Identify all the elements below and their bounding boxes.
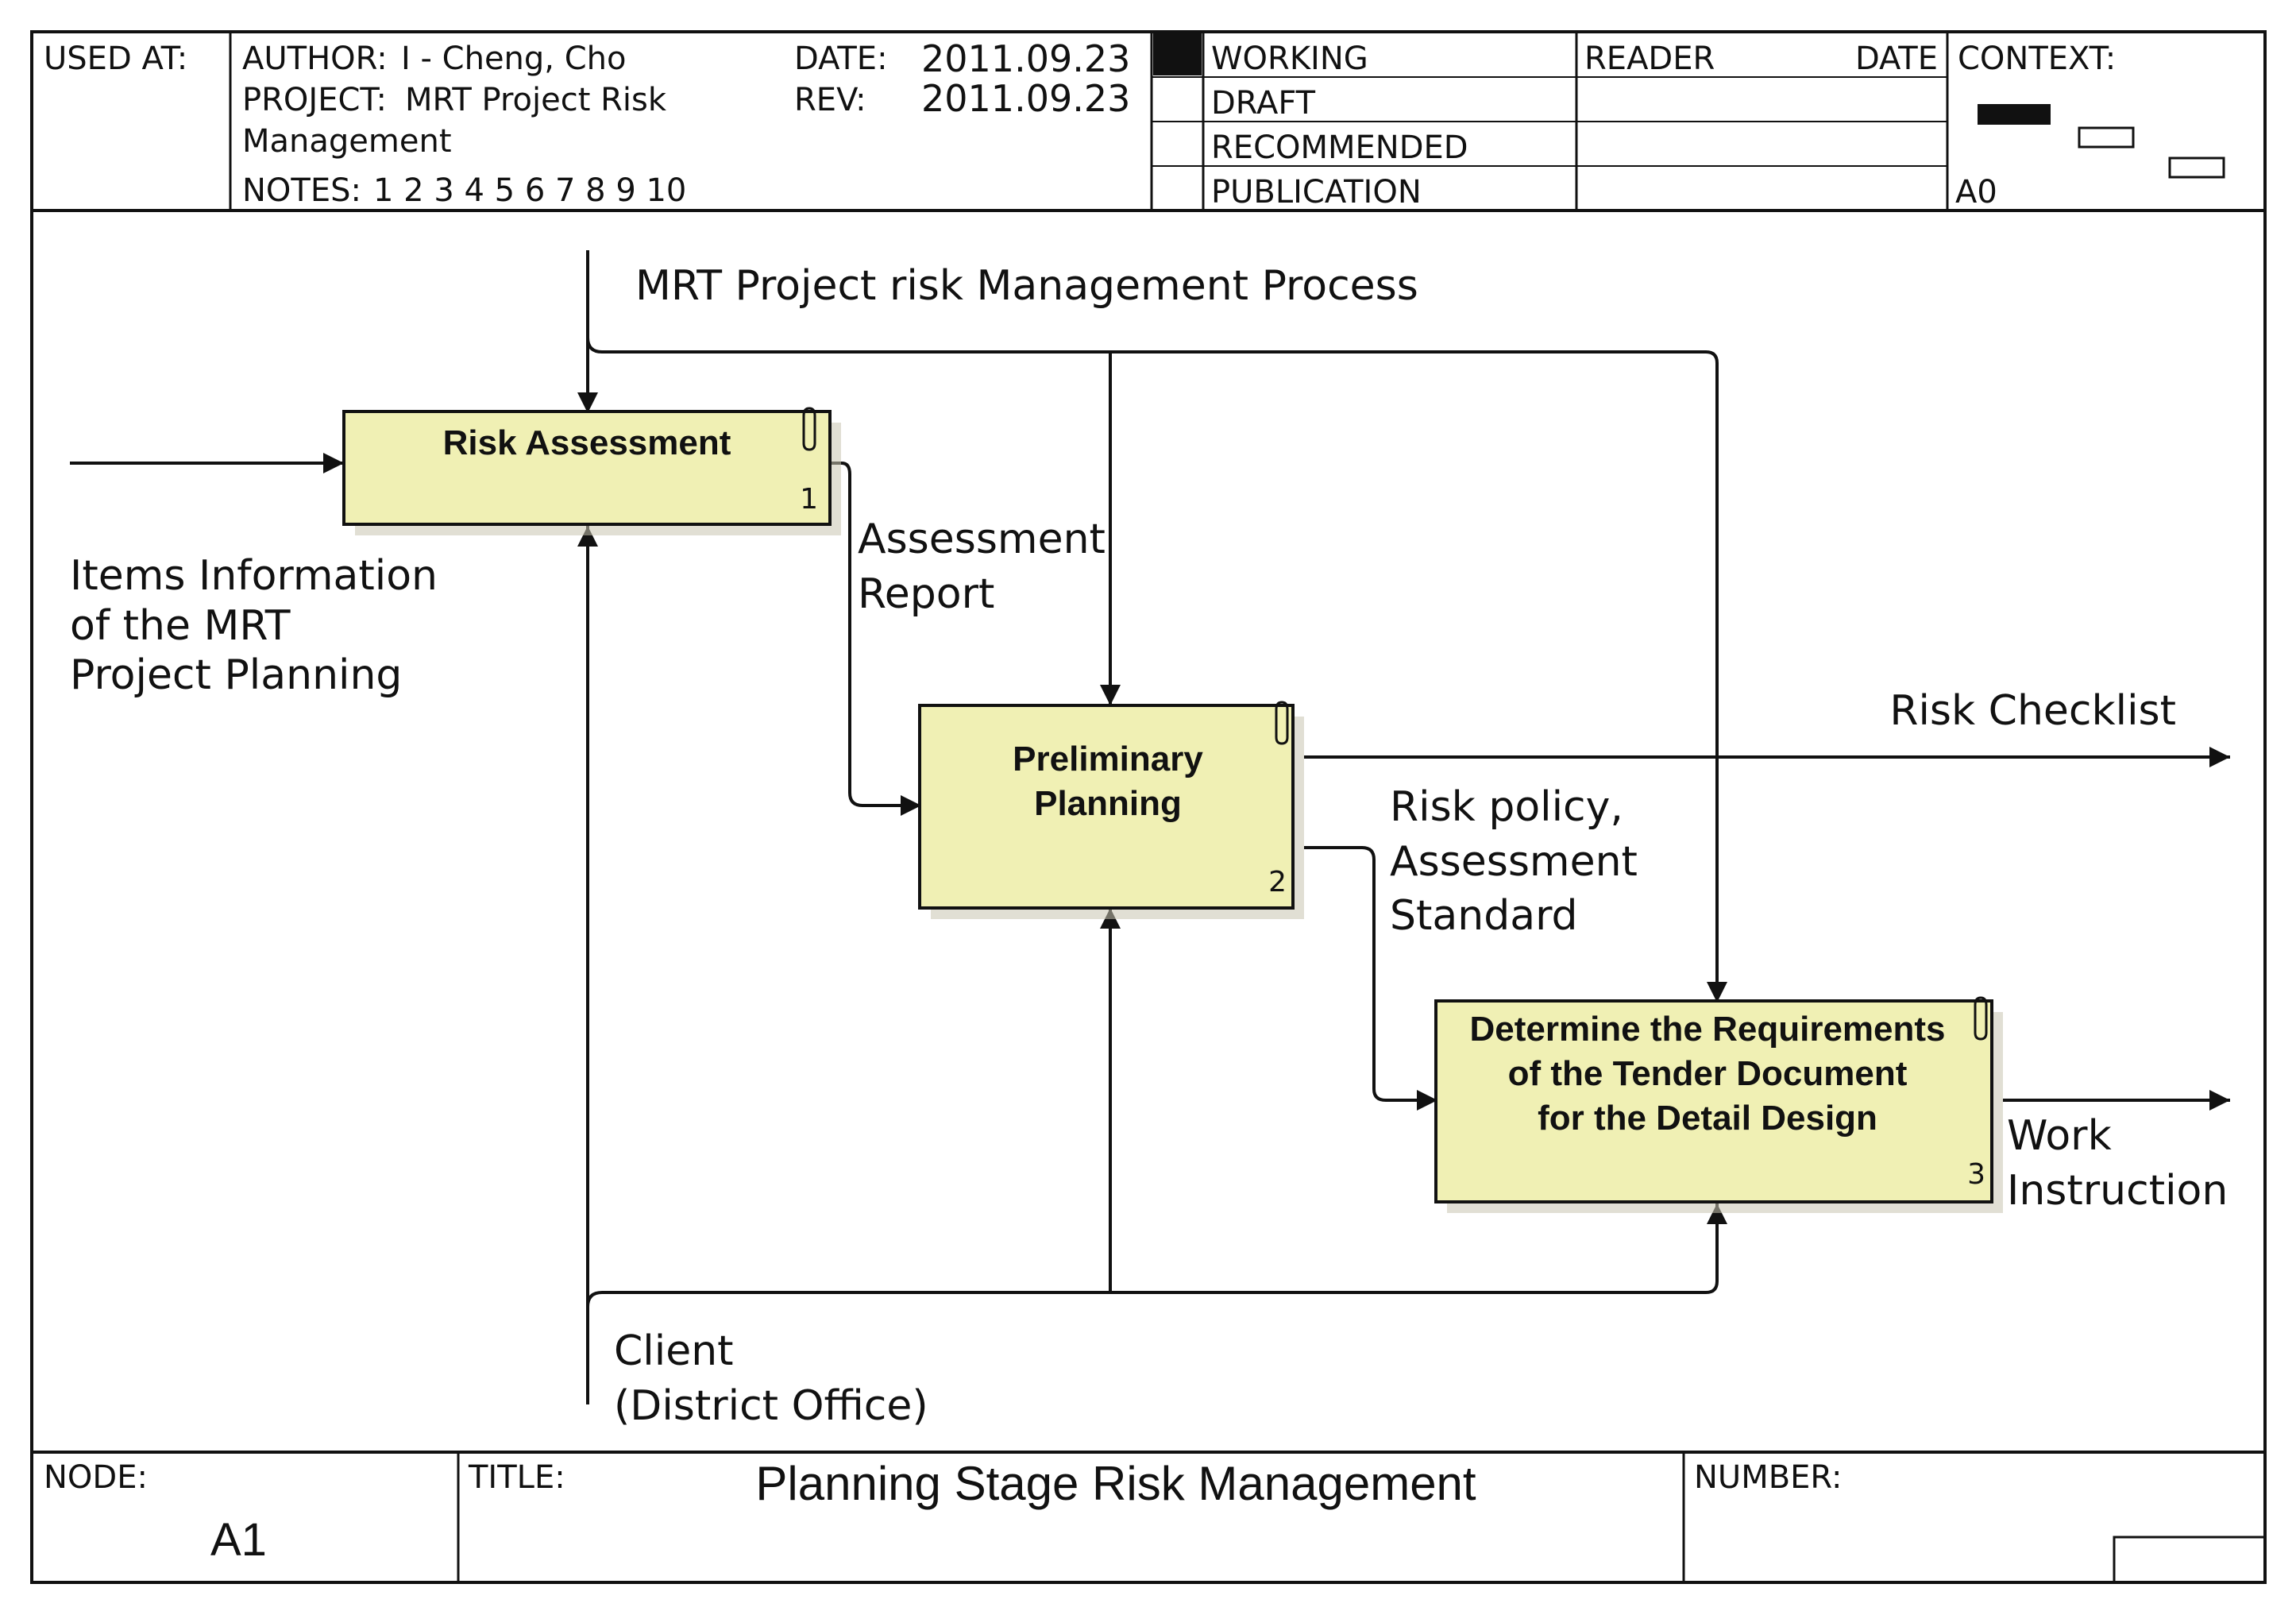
risk-policy-label-line2: Assessment [1390, 838, 1638, 886]
context-label: CONTEXT: [1958, 41, 2116, 77]
rev-value: 2011.09.23 [921, 77, 1130, 120]
assessment-report-arrow [831, 462, 921, 816]
rev-label: REV: [794, 82, 866, 118]
node-value: A1 [210, 1514, 267, 1566]
status-draft: DRAFT [1211, 85, 1316, 122]
footer-block: NODE: A1 TITLE: Planning Stage Risk Mana… [32, 1451, 2267, 1584]
work-instruction-label-line1: Work [2007, 1112, 2112, 1160]
notes-label: NOTES: [242, 172, 361, 209]
number-label: NUMBER: [1694, 1459, 1842, 1496]
paperclip-icon [1974, 996, 1988, 1041]
box3-title-line2: of the Tender Document [1508, 1054, 1908, 1093]
control-branch-line [586, 337, 1727, 1003]
input-label-line1: Items Information [70, 552, 438, 600]
assessment-report-label-line1: Assessment [858, 516, 1106, 563]
mechanism-branch-line [586, 1203, 1727, 1308]
node-label: NODE: [44, 1459, 148, 1496]
context-node: A0 [1955, 174, 1997, 211]
author-label: AUTHOR: [242, 41, 388, 77]
author-value: I - Cheng, Cho [401, 41, 626, 77]
context-box-a3 [2168, 156, 2225, 179]
input-label-line3: Project Planning [70, 651, 402, 699]
paperclip-icon [1275, 701, 1289, 745]
box1-number: 1 [800, 483, 818, 516]
outer-frame [30, 30, 2267, 1584]
diagram-title: Planning Stage Risk Management [755, 1457, 1476, 1510]
reader-label: READER [1584, 41, 1715, 77]
work-instruction-label-line2: Instruction [2007, 1167, 2228, 1215]
status-publication: PUBLICATION [1211, 174, 1422, 211]
paperclip-icon [802, 407, 816, 451]
project-value-line2: Management [242, 123, 452, 160]
date-label: DATE: [794, 41, 888, 77]
project-value-line1: MRT Project Risk [405, 82, 667, 118]
mechanism-label-line1: Client [614, 1327, 734, 1375]
working-marker [1153, 33, 1202, 75]
project-label: PROJECT: [242, 82, 387, 118]
title-label: TITLE: [468, 1459, 565, 1496]
notes-value: 1 2 3 4 5 6 7 8 9 10 [373, 172, 686, 209]
box3-title-line1: Determine the Requirements [1469, 1010, 1945, 1049]
control-label: MRT Project risk Management Process [635, 262, 1418, 310]
risk-policy-label-line1: Risk policy, [1390, 783, 1623, 831]
box2-title-line1: Preliminary [1013, 740, 1203, 778]
status-working: WORKING [1211, 41, 1368, 77]
risk-policy-label-line3: Standard [1390, 892, 1578, 940]
activity-box-1: Risk Assessment 1 [342, 407, 841, 535]
used-at-label: USED AT: [44, 41, 187, 77]
risk-checklist-label: Risk Checklist [1889, 687, 2176, 735]
date-value: 2011.09.23 [921, 37, 1130, 80]
status-recommended: RECOMMENDED [1211, 129, 1468, 166]
box1-title: Risk Assessment [443, 423, 731, 462]
header-block: USED AT: AUTHOR: I - Cheng, Cho PROJECT:… [32, 32, 2265, 212]
reader-date-label: DATE [1855, 41, 1938, 77]
context-box-a2 [2078, 126, 2135, 149]
mechanism-label-line2: (District Office) [614, 1382, 928, 1430]
activity-box-2: Preliminary Planning 2 [918, 701, 1304, 919]
box3-title-line3: for the Detail Design [1538, 1099, 1877, 1138]
box2-number: 2 [1268, 866, 1287, 898]
context-box-a1 [1978, 104, 2051, 125]
connections [70, 250, 2230, 1404]
assessment-report-label-line2: Report [858, 570, 994, 618]
input-label-line2: of the MRT [70, 602, 291, 650]
number-box [2113, 1536, 2267, 1584]
box2-title-line2: Planning [1034, 784, 1182, 823]
box3-number: 3 [1967, 1158, 1985, 1191]
activity-box-3: Determine the Requirements of the Tender… [1434, 996, 2003, 1213]
risk-policy-arrow [1304, 846, 1437, 1111]
